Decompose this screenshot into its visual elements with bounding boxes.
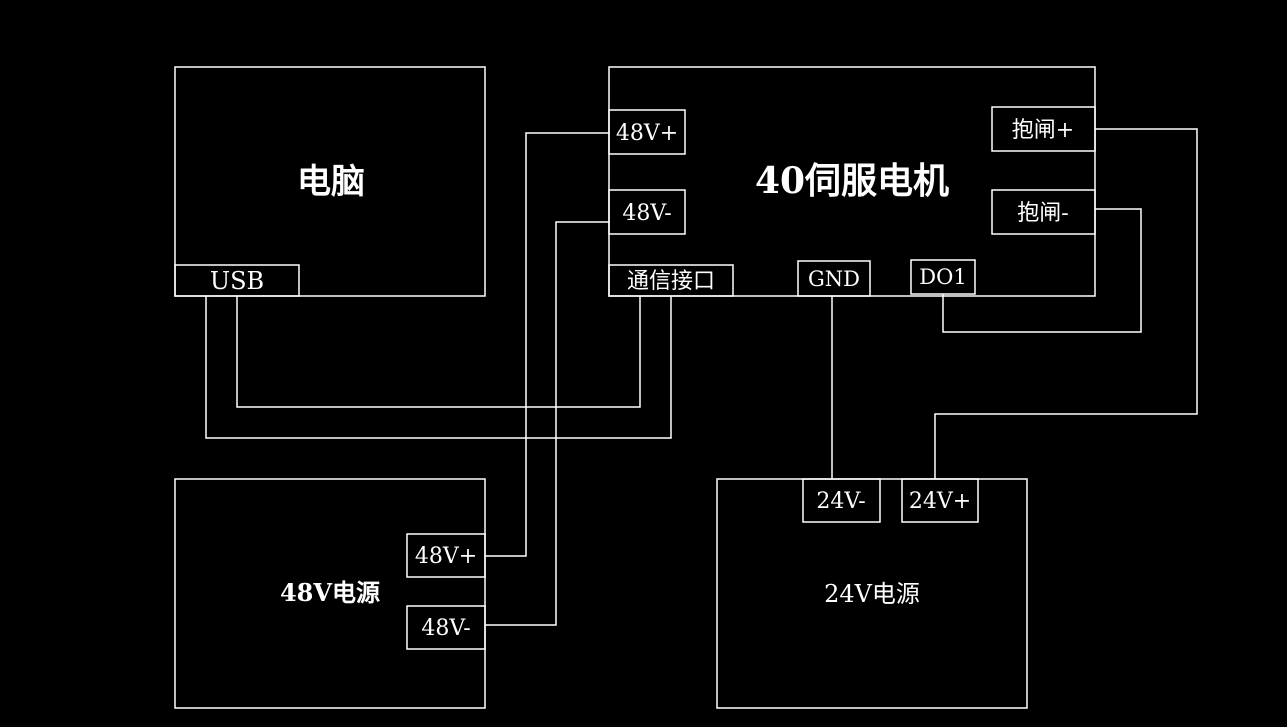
psu24-minus-label: 24V- xyxy=(816,489,865,514)
wire-usb-comm-a xyxy=(236,296,641,408)
psu24-plus-port xyxy=(901,478,979,523)
pc-title: 电脑 xyxy=(297,162,365,202)
psu48-box xyxy=(174,478,486,709)
pc-block: 电脑 USB xyxy=(174,66,486,297)
servo-48v-plus-label: 48V+ xyxy=(616,121,678,146)
wires xyxy=(205,128,1198,626)
servo-48v-minus-label: 48V- xyxy=(622,201,671,226)
wire-usb-comm-b xyxy=(205,296,672,439)
servo-gnd-label: GND xyxy=(808,267,860,291)
psu48-title: 48V电源 xyxy=(280,578,380,607)
servo-block: 40伺服电机 48V+ 48V- 通信接口 GND DO1 抱闸+ 抱闸- xyxy=(608,66,1096,297)
psu24-plus-label: 24V+ xyxy=(909,489,971,514)
psu48-plus-label: 48V+ xyxy=(415,544,477,569)
servo-title: 40伺服电机 xyxy=(755,160,949,202)
servo-48v-plus-port xyxy=(608,109,686,155)
servo-gnd-port xyxy=(797,260,871,297)
pc-usb-label: USB xyxy=(210,267,264,295)
psu24-title: 24V电源 xyxy=(824,580,920,608)
servo-brake-minus-label: 抱闸- xyxy=(1017,201,1068,226)
servo-brake-plus-label: 抱闸+ xyxy=(1012,118,1074,143)
servo-48v-minus-port xyxy=(608,189,686,235)
psu48-block: 48V电源 48V+ 48V- xyxy=(174,478,486,709)
servo-brake-minus-port xyxy=(991,189,1096,235)
servo-comm-label: 通信接口 xyxy=(627,269,715,294)
servo-do1-label: DO1 xyxy=(919,265,966,289)
psu48-minus-label: 48V- xyxy=(421,616,470,641)
wire-48v-plus xyxy=(485,132,609,557)
wire-brake-minus-do1 xyxy=(942,208,1142,333)
psu48-minus-port xyxy=(406,605,486,650)
wire-brake-plus-24v-plus xyxy=(934,128,1198,479)
psu24-block: 24V电源 24V- 24V+ xyxy=(716,478,1028,709)
pc-box xyxy=(174,66,486,297)
wire-48v-minus xyxy=(485,221,609,626)
psu24-minus-port xyxy=(802,478,881,523)
